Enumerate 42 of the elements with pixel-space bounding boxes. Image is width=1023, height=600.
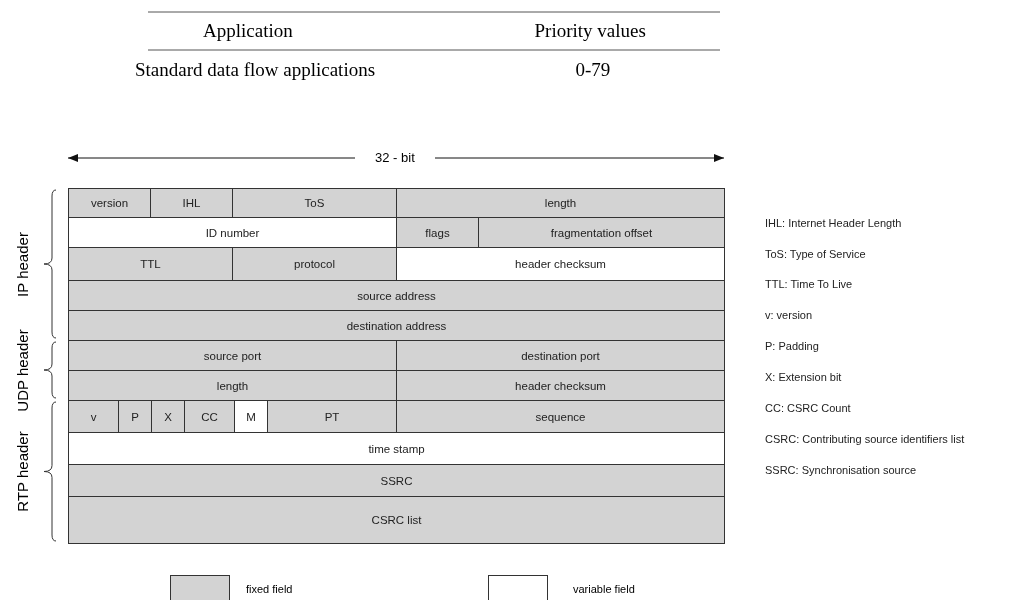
abbreviation-note: SSRC: Synchronisation source (765, 464, 916, 476)
header-field: destination address (68, 310, 725, 341)
abbreviation-note: CC: CSRC Count (765, 402, 851, 414)
header-field: source address (68, 280, 725, 311)
column-header: Priority values (534, 20, 646, 42)
header-label: IP header (13, 231, 31, 297)
header-field: v (68, 400, 119, 433)
header-field: SSRC (68, 464, 725, 497)
header-field: flags (396, 217, 479, 248)
abbreviation-note: X: Extension bit (765, 371, 842, 383)
abbreviation-note: ToS: Type of Service (765, 248, 866, 260)
header-field: CC (184, 400, 235, 433)
header-field: P (118, 400, 152, 433)
column-header: Application (203, 20, 293, 42)
header-field: version (68, 188, 151, 218)
header-field: ToS (232, 188, 397, 218)
header-label: RTP header (13, 431, 31, 512)
legend-label: fixed field (246, 583, 293, 595)
abbreviation-note: P: Padding (765, 340, 819, 352)
header-label: UDP header (13, 328, 31, 412)
header-field: fragmentation offset (478, 217, 725, 248)
table-text: 0-79 (575, 59, 611, 81)
header-field: destination port (396, 340, 725, 371)
header-field: source port (68, 340, 397, 371)
header-field: sequence (396, 400, 725, 433)
header-field: CSRC list (68, 496, 725, 544)
table-text: Standard data flow applications (135, 59, 376, 81)
header-field: length (396, 188, 725, 218)
header-field: protocol (232, 247, 397, 281)
dimension-label: 32 - bit (375, 150, 415, 165)
header-field: PT (267, 400, 397, 433)
header-field: header checksum (396, 370, 725, 401)
abbreviation-note: v: version (765, 309, 813, 321)
header-field: X (151, 400, 185, 433)
legend-label: variable field (573, 583, 635, 595)
header-field: length (68, 370, 397, 401)
header-field: TTL (68, 247, 233, 281)
header-field: time stamp (68, 432, 725, 465)
header-field: IHL (150, 188, 233, 218)
abbreviation-note: TTL: Time To Live (765, 278, 853, 290)
abbreviation-note: IHL: Internet Header Length (765, 217, 902, 229)
abbreviation-note: CSRC: Contributing source identifiers list (765, 433, 965, 445)
